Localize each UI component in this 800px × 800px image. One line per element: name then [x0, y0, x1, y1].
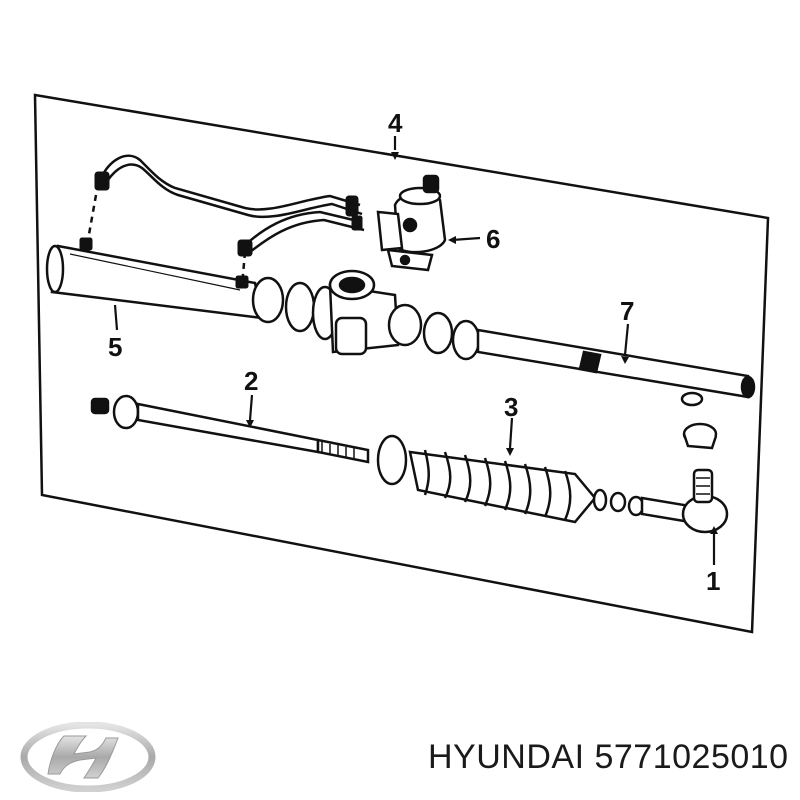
leader-lines	[113, 136, 716, 565]
bellows-boot	[376, 434, 608, 524]
valve-assembly	[376, 174, 447, 272]
rack-bar	[476, 328, 756, 407]
outer-tie-rod-end	[609, 422, 729, 534]
callout-5: 5	[108, 332, 122, 362]
part-caption: HYUNDAI 5771025010	[428, 738, 790, 788]
leader-arrowheads	[246, 152, 718, 534]
callout-7: 7	[620, 296, 634, 326]
diagram-frame	[33, 93, 770, 634]
line-fittings	[79, 171, 363, 289]
inner-tie-rod	[90, 394, 370, 464]
callout-4: 4	[388, 108, 403, 138]
callout-6: 6	[486, 224, 500, 254]
hyundai-logo-icon	[20, 722, 156, 792]
brand-name: HYUNDAI	[428, 738, 585, 776]
hydraulic-lines	[86, 154, 365, 287]
rack-housing	[45, 244, 481, 361]
part-number: 5771025010	[594, 738, 789, 776]
callout-1: 1	[706, 566, 720, 596]
callout-2: 2	[244, 366, 258, 396]
callout-3: 3	[504, 392, 518, 422]
